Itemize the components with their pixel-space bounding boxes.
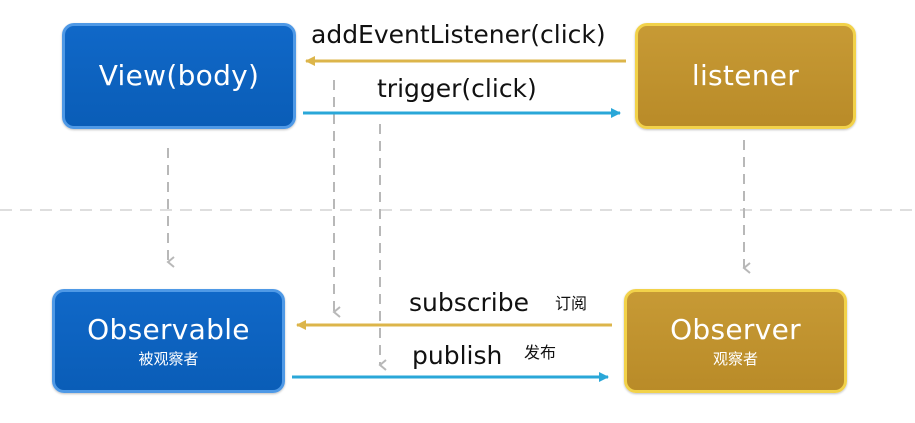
observer-subtitle: 观察者 [712, 349, 758, 368]
observer-box: Observer 观察者 [624, 289, 847, 393]
add-event-listener-label: addEventListener(click) [311, 20, 606, 49]
view-body-box: View(body) [62, 23, 296, 129]
subscribe-label: subscribe [409, 288, 529, 317]
subscribe-cn-label: 订阅 [555, 294, 588, 313]
publish-cn-label: 发布 [524, 343, 557, 362]
observable-title: Observable [87, 313, 250, 347]
listener-box: listener [635, 23, 856, 129]
listener-title: listener [691, 58, 800, 92]
observable-subtitle: 被观察者 [138, 349, 199, 368]
trigger-label: trigger(click) [377, 74, 537, 103]
observer-title: Observer [670, 313, 801, 347]
view-body-title: View(body) [98, 58, 260, 92]
observable-box: Observable 被观察者 [52, 289, 285, 393]
publish-label: publish [412, 341, 503, 370]
